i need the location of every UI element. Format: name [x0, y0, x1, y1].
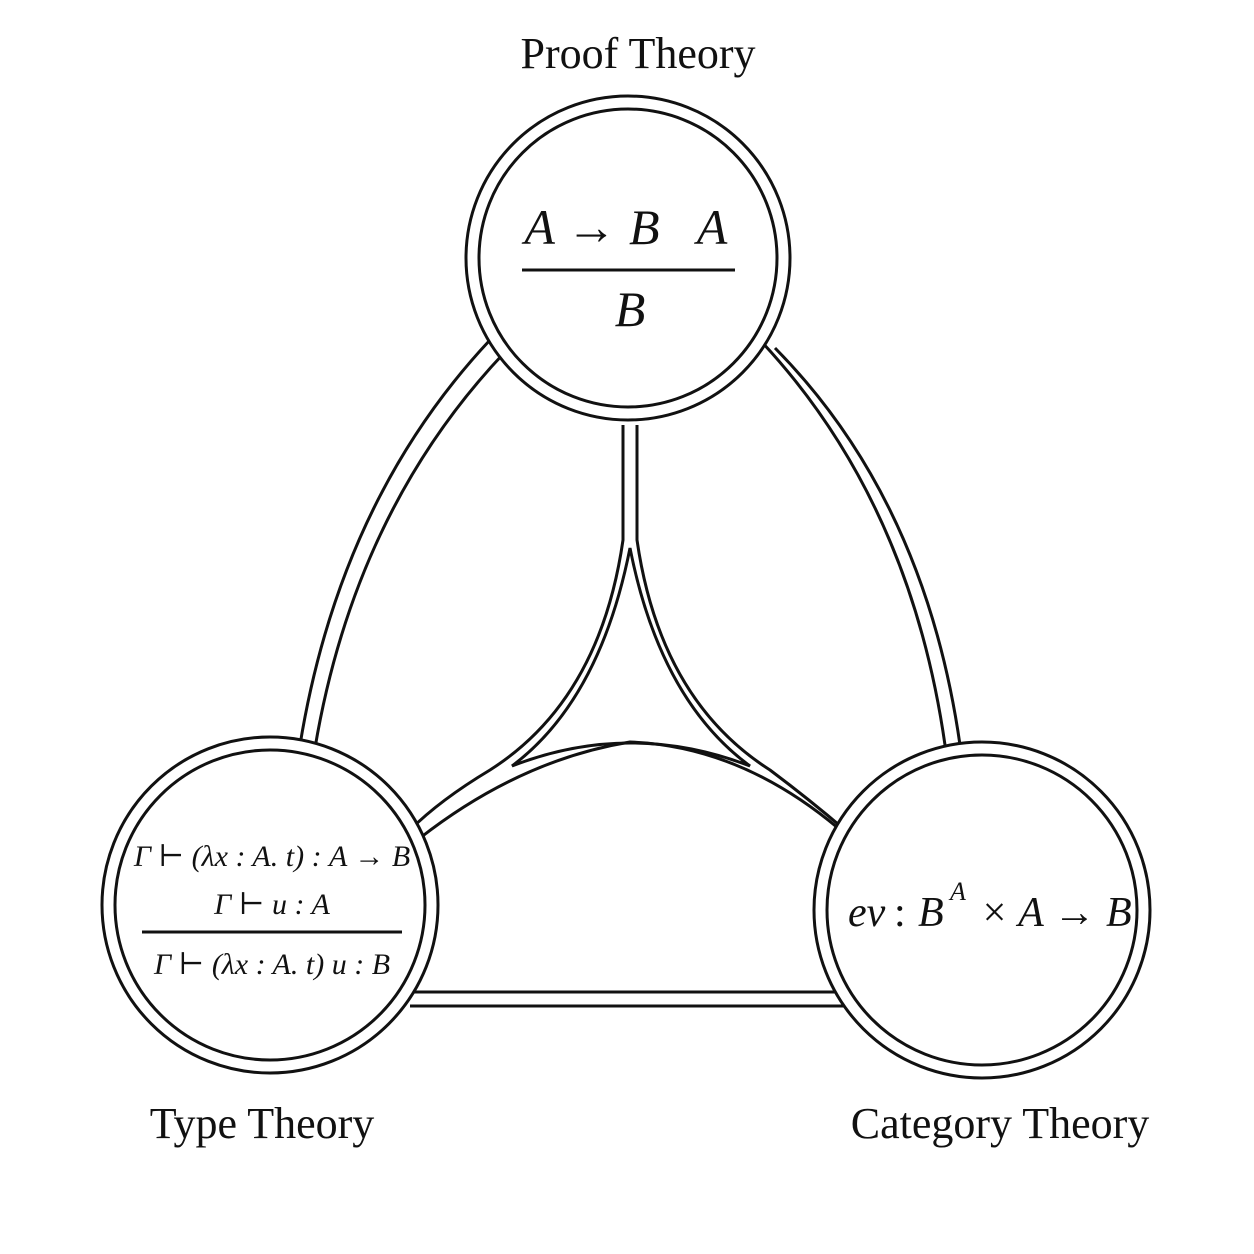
- proof-conclusion: B: [615, 281, 646, 337]
- proof-theory-node: [464, 94, 792, 422]
- proof-premise-antecedent: A: [694, 199, 728, 255]
- type-premise-lambda: Γ ⊢ (λx : A. t) : A → B: [133, 840, 410, 873]
- type-premise-argument: Γ ⊢ u : A: [213, 888, 330, 921]
- proof-theory-title: Proof Theory: [520, 29, 755, 78]
- connector-inner-tricorn: [408, 425, 846, 840]
- category-theory-node: [812, 740, 1152, 1080]
- category-theory-title: Category Theory: [851, 1099, 1150, 1148]
- category-colon: :: [894, 890, 906, 936]
- type-theory-node: [100, 735, 440, 1075]
- type-theory-title: Type Theory: [150, 1099, 375, 1148]
- connector-outer-left: [298, 338, 507, 749]
- category-rest: × A → B: [980, 890, 1132, 936]
- type-conclusion: Γ ⊢ (λx : A. t) u : B: [153, 948, 390, 981]
- category-ev: ev: [848, 890, 886, 936]
- category-exponent: A: [948, 877, 966, 906]
- category-base: B: [918, 890, 944, 936]
- connector-bottom: [410, 990, 850, 1008]
- connector-outer-right: [758, 338, 962, 746]
- proof-premise-implication: A → B: [521, 199, 659, 255]
